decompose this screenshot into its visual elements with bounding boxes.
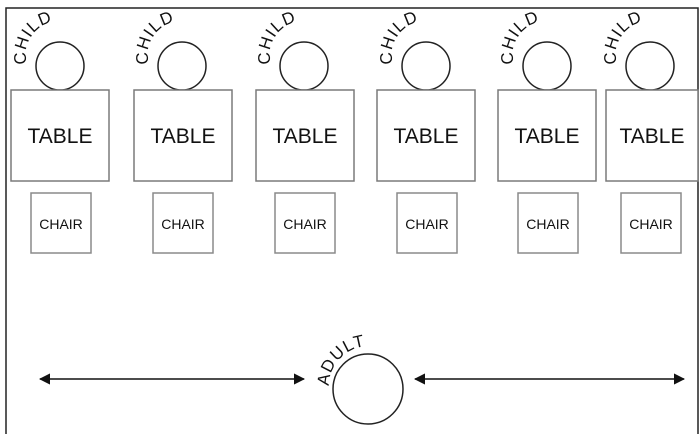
chair-label: CHAIR [39,216,83,232]
child-circle [401,41,451,91]
chair-box [620,192,682,254]
table-label: TABLE [620,125,685,148]
child-circle [35,41,85,91]
table-label: TABLE [515,125,580,148]
chair-label: CHAIR [283,216,327,232]
child-circle [157,41,207,91]
table-box [133,89,233,182]
chair-label: CHAIR [161,216,205,232]
table-box [605,89,699,182]
table-box [497,89,597,182]
stations-group: CHILDTABLECHAIRCHILDTABLECHAIRCHILDTABLE… [10,7,699,254]
table-box [255,89,355,182]
table-label: TABLE [151,125,216,148]
table-label: TABLE [394,125,459,148]
chair-box [517,192,579,254]
room-frame [5,7,699,434]
adult-group: ADULT [314,331,404,425]
adult-circle [332,353,404,425]
child-circle [625,41,675,91]
chair-box [152,192,214,254]
table-box [376,89,476,182]
chair-box [274,192,336,254]
table-box [10,89,110,182]
chair-label: CHAIR [405,216,449,232]
chair-box [30,192,92,254]
chair-label: CHAIR [629,216,673,232]
child-circle [522,41,572,91]
chair-label: CHAIR [526,216,570,232]
child-circle [279,41,329,91]
table-label: TABLE [28,125,93,148]
chair-box [396,192,458,254]
table-label: TABLE [273,125,338,148]
